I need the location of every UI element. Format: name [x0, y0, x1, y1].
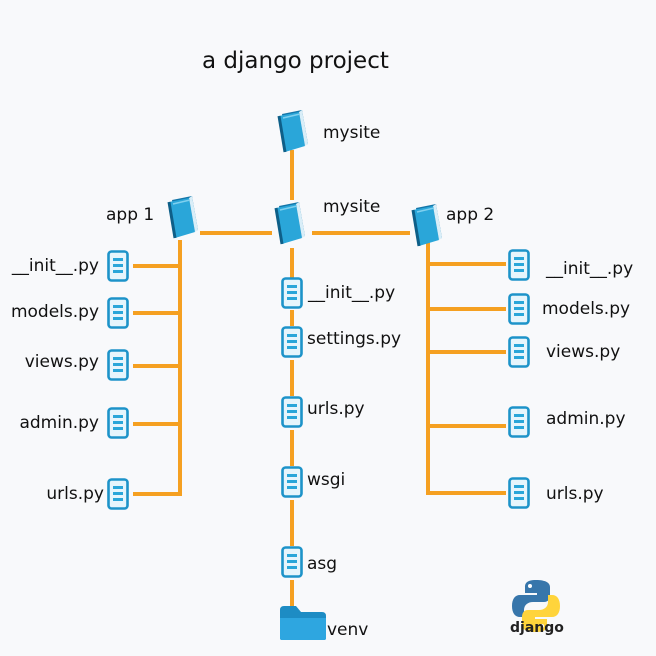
app1-file-label: models.py — [10, 302, 99, 322]
file-icon — [107, 407, 129, 439]
app2-file-label: urls.py — [546, 484, 604, 504]
file-icon — [281, 546, 303, 578]
app1-file-label: __init__.py — [11, 256, 99, 276]
file-icon — [508, 406, 530, 438]
project-file-label: asg — [307, 554, 338, 574]
file-icon — [281, 396, 303, 428]
folder-icon — [278, 604, 328, 642]
file-icon — [508, 249, 530, 281]
file-icon — [508, 293, 530, 325]
file-icon — [107, 349, 129, 381]
project-file-label: __init__.py — [308, 283, 396, 303]
app1-file-label: views.py — [24, 352, 99, 372]
app1-label: app 1 — [106, 205, 155, 225]
file-icon — [508, 477, 530, 509]
file-icon — [281, 277, 303, 309]
python-logo-icon — [512, 580, 560, 632]
file-icon — [281, 466, 303, 498]
book-icon — [273, 200, 307, 246]
file-icon — [508, 336, 530, 368]
app2-file-label: views.py — [546, 342, 621, 362]
django-logo-text: django — [510, 620, 564, 636]
app2-file-label: __init__.py — [546, 259, 634, 279]
app2-label: app 2 — [446, 205, 495, 225]
book-icon — [166, 194, 200, 240]
app2-file-label: models.py — [542, 299, 631, 319]
file-icon — [281, 326, 303, 358]
app1-file-label: urls.py — [46, 484, 104, 504]
project-file-label: settings.py — [307, 329, 402, 349]
root-folder-label: mysite — [323, 123, 381, 143]
project-package-label: mysite — [323, 197, 381, 217]
diagram-title: a django project — [202, 48, 389, 74]
venv-folder-label: venv — [327, 620, 369, 640]
project-file-label: wsgi — [307, 470, 346, 490]
book-icon — [410, 202, 444, 248]
book-icon — [276, 108, 310, 154]
file-icon — [107, 250, 129, 282]
file-icon — [107, 478, 129, 510]
file-icon — [107, 297, 129, 329]
app1-file-label: admin.py — [19, 413, 99, 433]
project-file-label: urls.py — [307, 399, 365, 419]
app2-file-label: admin.py — [546, 409, 626, 429]
